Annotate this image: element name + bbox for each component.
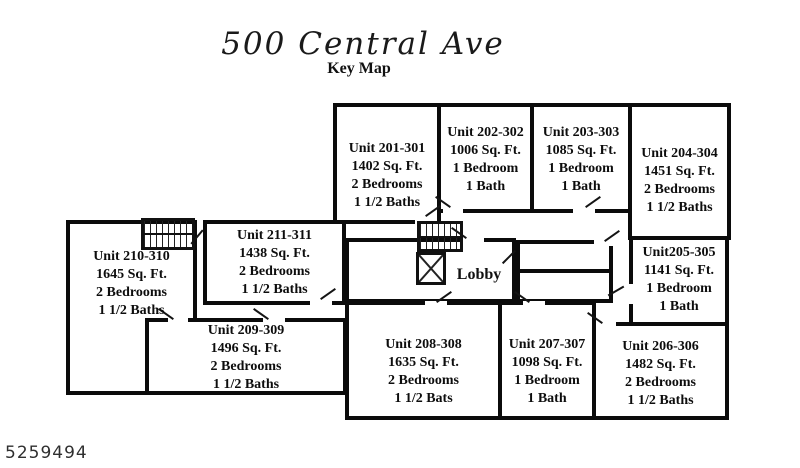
unit-name: Unit 208-308 bbox=[385, 337, 462, 352]
lobby-label: Lobby bbox=[456, 266, 502, 283]
unit-name: Unit 206-306 bbox=[622, 339, 699, 354]
door-gap bbox=[168, 318, 188, 324]
room-unit-208-308 bbox=[345, 301, 502, 420]
door-gap bbox=[596, 322, 616, 328]
door-gap bbox=[443, 207, 463, 213]
unit-name: Unit 209-309 bbox=[207, 323, 285, 338]
unit-label-205-305: Unit205-305 1141 Sq. Ft. 1 Bedroom 1 Bat… bbox=[631, 244, 727, 316]
door-gap bbox=[573, 207, 595, 213]
corridor-closet-lower bbox=[516, 269, 613, 303]
unit-beds: 2 Bedrooms bbox=[210, 359, 282, 374]
unit-label-206-306: Unit 206-306 1482 Sq. Ft. 2 Bedrooms 1 1… bbox=[598, 338, 723, 410]
unit-name: Unit205-305 bbox=[642, 245, 716, 260]
watermark-id: 5259494 bbox=[5, 443, 88, 463]
unit-label-209-309: Unit 209-309 1496 Sq. Ft. 2 Bedrooms 1 1… bbox=[149, 322, 343, 394]
staircase-icon bbox=[141, 218, 195, 250]
room-unit-205-305 bbox=[629, 236, 729, 326]
unit-beds: 1 Bedroom bbox=[452, 161, 519, 176]
unit-name: Unit 207-307 bbox=[508, 337, 586, 352]
unit-name: Unit 202-302 bbox=[447, 125, 524, 140]
unit-baths: 1 Bath bbox=[465, 179, 506, 194]
unit-label-204-304: Unit 204-304 1451 Sq. Ft. 2 Bedrooms 1 1… bbox=[630, 145, 729, 217]
unit-sqft: 1645 Sq. Ft. bbox=[96, 267, 167, 282]
unit-beds: 1 Bedroom bbox=[514, 373, 580, 388]
unit-label-211-311: Unit 211-311 1438 Sq. Ft. 2 Bedrooms 1 1… bbox=[207, 227, 342, 299]
unit-label-210-310: Unit 210-310 1645 Sq. Ft. 2 Bedrooms 1 1… bbox=[70, 248, 193, 320]
unit-baths: 1 Bath bbox=[561, 179, 601, 194]
page-title: 500 Central Ave bbox=[221, 26, 505, 62]
elevator-icon bbox=[416, 252, 446, 285]
room-unit-201-301 bbox=[333, 103, 441, 224]
room-unit-209-309 bbox=[145, 318, 347, 395]
unit-baths: 1 1/2 Baths bbox=[241, 282, 308, 297]
unit-sqft: 1482 Sq. Ft. bbox=[625, 357, 696, 372]
unit-baths: 1 1/2 Baths bbox=[212, 377, 280, 392]
unit-name: Unit 204-304 bbox=[641, 146, 718, 161]
unit-sqft: 1085 Sq. Ft. bbox=[545, 143, 617, 158]
unit-label-202-302: Unit 202-302 1006 Sq. Ft. 1 Bedroom 1 Ba… bbox=[439, 124, 532, 196]
unit-label-207-307: Unit 207-307 1098 Sq. Ft. 1 Bedroom 1 Ba… bbox=[500, 336, 594, 408]
unit-sqft: 1006 Sq. Ft. bbox=[450, 143, 521, 158]
staircase-icon bbox=[417, 221, 463, 252]
unit-name: Unit 203-303 bbox=[542, 125, 620, 140]
unit-baths: 1 1/2 Baths bbox=[627, 393, 694, 408]
unit-beds: 2 Bedrooms bbox=[625, 375, 696, 390]
door-gap bbox=[594, 240, 614, 246]
unit-name: Unit 210-310 bbox=[93, 249, 170, 264]
unit-baths: 1 Bath bbox=[527, 391, 567, 406]
unit-sqft: 1451 Sq. Ft. bbox=[644, 164, 715, 179]
door-gap bbox=[263, 318, 285, 324]
room-unit-211-311 bbox=[203, 220, 346, 305]
unit-name: Unit 211-311 bbox=[236, 228, 313, 243]
unit-sqft: 1402 Sq. Ft. bbox=[351, 159, 423, 174]
unit-beds: 2 Bedrooms bbox=[644, 182, 715, 197]
unit-sqft: 1496 Sq. Ft. bbox=[210, 341, 282, 356]
unit-baths: 1 1/2 Baths bbox=[353, 195, 421, 210]
unit-baths: 1 1/2 Baths bbox=[98, 303, 165, 318]
room-unit-206-306 bbox=[592, 322, 729, 420]
page-subtitle: Key Map bbox=[327, 60, 391, 77]
unit-beds: 2 Bedrooms bbox=[239, 264, 310, 279]
unit-label-203-303: Unit 203-303 1085 Sq. Ft. 1 Bedroom 1 Ba… bbox=[532, 124, 630, 196]
unit-beds: 2 Bedrooms bbox=[96, 285, 167, 300]
door-gap bbox=[460, 238, 484, 244]
unit-beds: 2 Bedrooms bbox=[351, 177, 423, 192]
door-gap bbox=[425, 301, 447, 307]
unit-beds: 1 Bedroom bbox=[646, 281, 712, 296]
door-gap bbox=[310, 300, 332, 306]
unit-baths: 1 1/2 Baths bbox=[646, 200, 713, 215]
unit-label-208-308: Unit 208-308 1635 Sq. Ft. 2 Bedrooms 1 1… bbox=[349, 336, 498, 408]
unit-sqft: 1438 Sq. Ft. bbox=[239, 246, 310, 261]
unit-sqft: 1141 Sq. Ft. bbox=[643, 263, 714, 278]
unit-sqft: 1635 Sq. Ft. bbox=[388, 355, 459, 370]
unit-baths: 1 Bath bbox=[659, 299, 699, 314]
door-gap bbox=[523, 301, 545, 307]
room-unit-204-304 bbox=[628, 103, 731, 240]
unit-label-201-301: Unit 201-301 1402 Sq. Ft. 2 Bedrooms 1 1… bbox=[335, 140, 439, 212]
unit-sqft: 1098 Sq. Ft. bbox=[511, 355, 583, 370]
unit-beds: 2 Bedrooms bbox=[388, 373, 459, 388]
unit-name: Unit 201-301 bbox=[348, 141, 426, 156]
unit-beds: 1 Bedroom bbox=[548, 161, 614, 176]
unit-baths: 1 1/2 Bats bbox=[394, 391, 453, 406]
door-gap bbox=[629, 284, 635, 304]
